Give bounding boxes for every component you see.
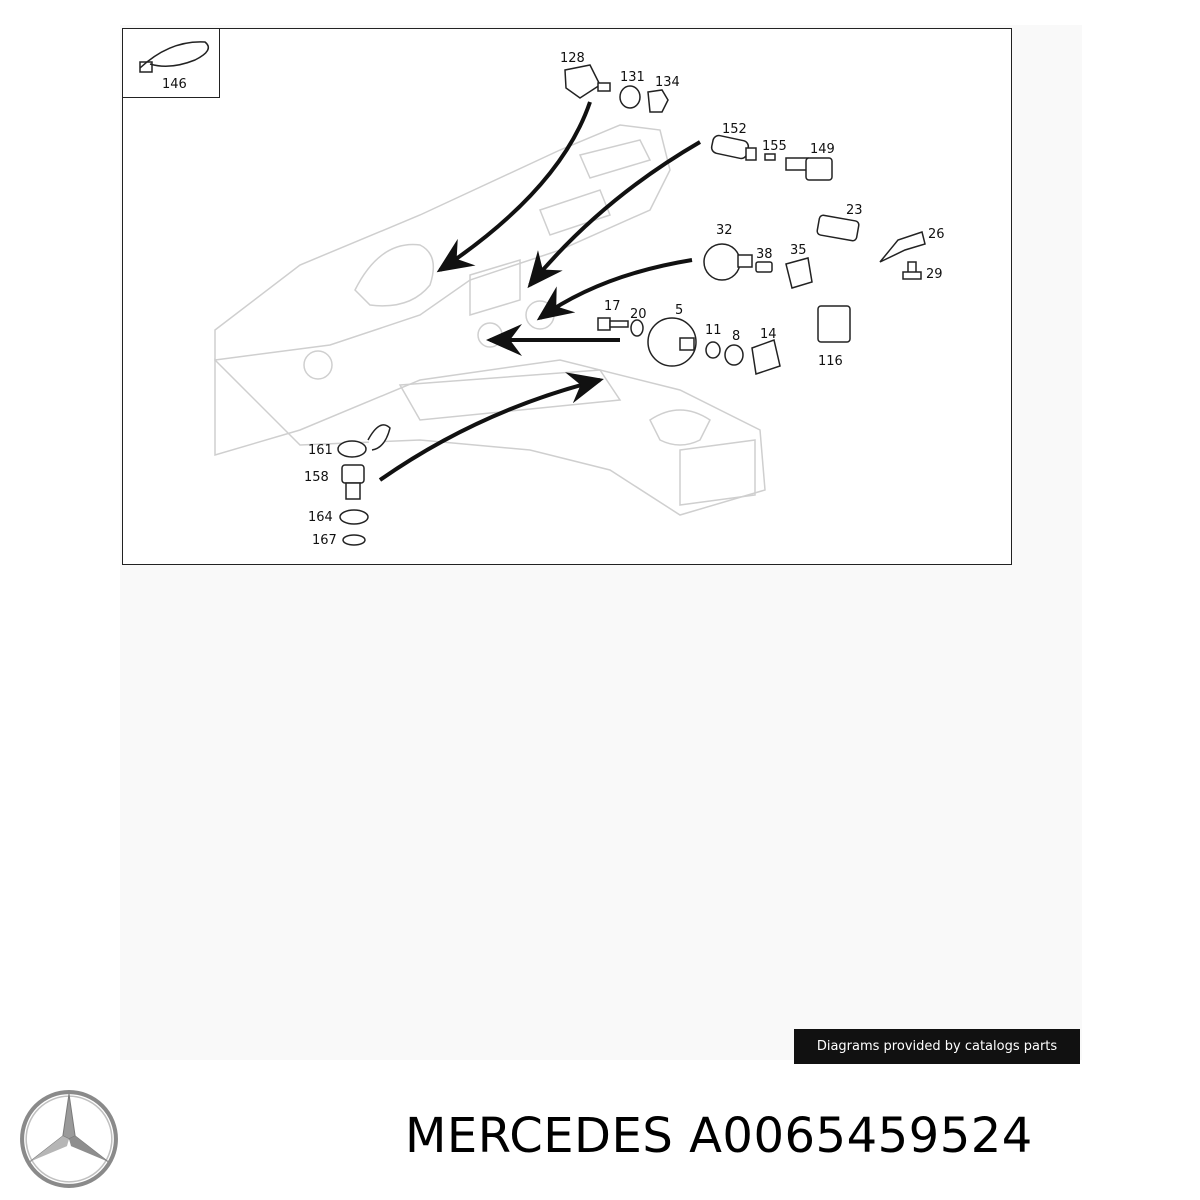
part-title: MERCEDES A0065459524 [405,1108,1033,1164]
label-14: 14 [760,327,777,342]
label-116: 116 [818,354,843,369]
label-5: 5 [675,303,683,318]
label-23: 23 [846,203,863,218]
part-161-icon [337,424,391,458]
label-131: 131 [620,70,645,85]
part-labels: 146 128 131 134 152 155 149 23 26 29 32 … [162,51,945,548]
label-128: 128 [560,51,585,66]
label-164: 164 [308,510,333,525]
label-158: 158 [304,470,329,485]
part-32-icon [703,243,753,281]
label-155: 155 [762,139,787,154]
label-152: 152 [722,122,747,137]
label-20: 20 [630,307,647,322]
part-155-icon [764,153,776,161]
part-167-icon [342,534,366,546]
part-20-icon [630,319,644,337]
part-152-icon [710,134,757,161]
cable-tie-icon [139,41,210,73]
inset-box [122,28,220,98]
label-26: 26 [928,227,945,242]
label-134: 134 [655,75,680,90]
label-17: 17 [604,299,621,314]
part-116-icon [817,305,851,343]
part-29-icon [902,261,922,280]
part-164-icon [339,509,369,525]
part-14-icon [751,339,781,375]
label-8: 8 [732,329,740,344]
part-134-icon [647,89,669,113]
part-158-icon [341,464,365,500]
mercedes-star-icon [20,1090,118,1188]
brand-name: MERCEDES [405,1108,674,1164]
part-8-icon [724,344,744,366]
part-17-icon [597,317,629,331]
part-128-icon [564,64,611,99]
part-26-icon [879,231,926,263]
label-161: 161 [308,443,333,458]
label-38: 38 [756,247,773,262]
credit-banner: Diagrams provided by catalogs parts [794,1029,1080,1064]
label-146: 146 [162,77,187,92]
label-29: 29 [926,267,943,282]
part-35-icon [785,257,813,289]
label-167: 167 [312,533,337,548]
part-number: A0065459524 [689,1108,1033,1164]
part-38-icon [755,261,773,273]
label-11: 11 [705,323,722,338]
label-35: 35 [790,243,807,258]
part-5-icon [647,317,697,367]
part-11-icon [705,341,721,359]
part-23-icon [816,214,860,242]
label-32: 32 [716,223,733,238]
label-149: 149 [810,142,835,157]
assembly-arrows [378,101,702,482]
part-131-icon [619,85,641,109]
part-149-icon [785,157,833,181]
